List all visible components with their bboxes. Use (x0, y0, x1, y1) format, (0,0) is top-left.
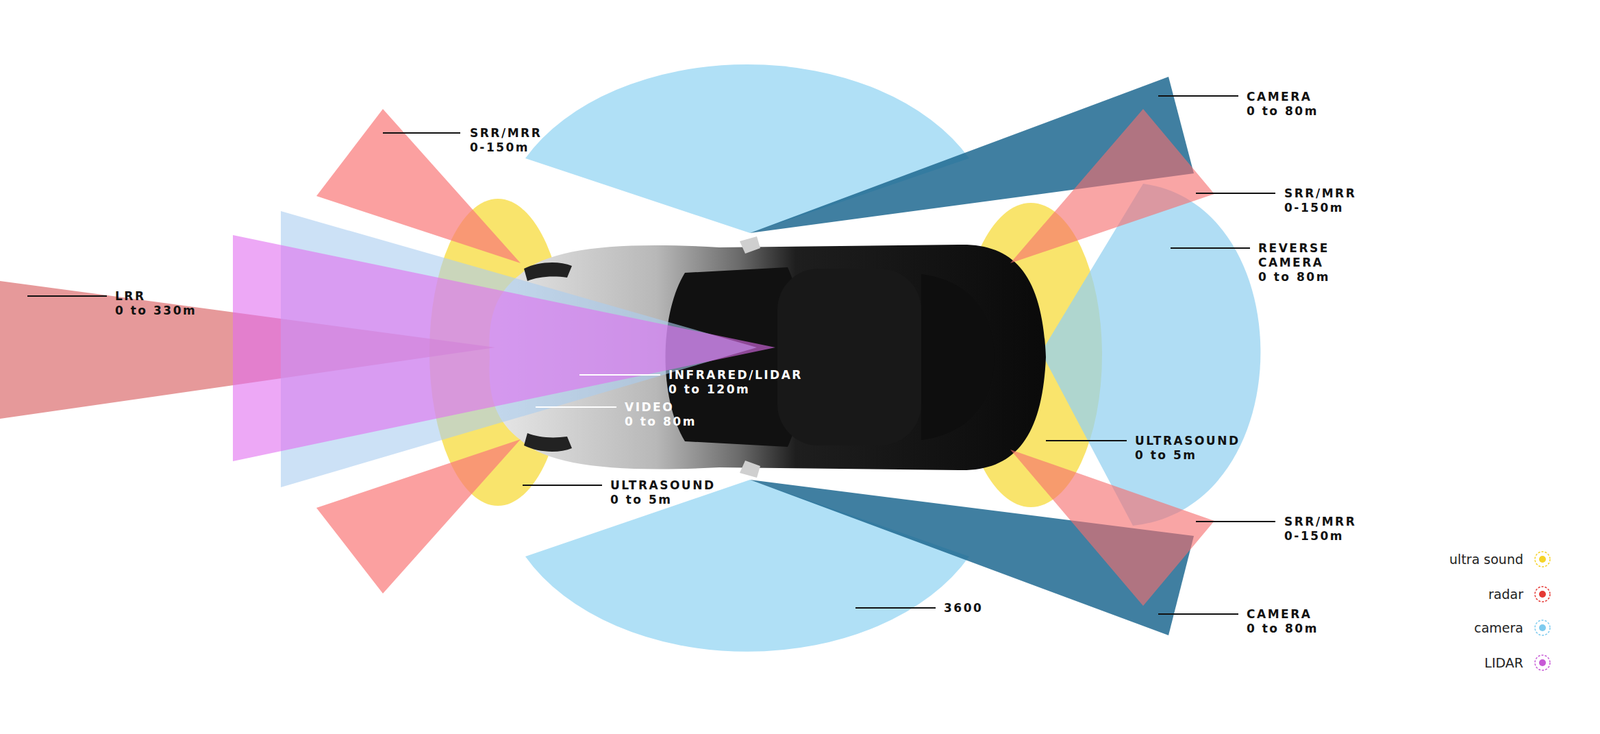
sensor-label: VIDEO (624, 400, 674, 414)
legend-text: radar (1488, 586, 1524, 602)
legend-text: ultra sound (1449, 551, 1524, 567)
sensor-label: REVERSE (1258, 241, 1330, 255)
legend-swatch (1532, 584, 1553, 604)
sensor-label: CAMERA (1246, 89, 1312, 104)
sensor-label: LRR (115, 289, 146, 303)
sensor-label: CAMERA (1258, 255, 1324, 270)
sensor-label: SRR/MRR (1284, 514, 1357, 529)
legend-row: radar (1488, 583, 1553, 605)
sensor-label: 0-150m (1284, 200, 1344, 215)
legend-swatch (1532, 549, 1553, 569)
sensor-label: SRR/MRR (469, 126, 542, 140)
legend-text: camera (1473, 619, 1524, 635)
sensor-label: 0 to 5m (610, 492, 673, 507)
lidar-field (232, 234, 776, 461)
srr-field (1010, 108, 1215, 264)
sensor-label: SRR/MRR (1284, 186, 1357, 200)
sensor-label: 0 to 80m (1246, 104, 1319, 118)
legend-row: ultra sound (1449, 548, 1553, 570)
sensor-label: 0 to 330m (115, 303, 197, 318)
legend-swatch (1532, 652, 1553, 672)
sensor-label: 0-150m (1284, 528, 1344, 543)
sensor-label: 0 to 80m (1258, 269, 1331, 284)
sensor-label: INFRARED/LIDAR (668, 367, 803, 382)
legend-row: LIDAR (1484, 652, 1553, 673)
sensor-label: 0-150m (469, 140, 530, 155)
leader-lines (27, 95, 1276, 614)
sensor-label: 0 to 120m (668, 382, 750, 396)
legend-swatch (1532, 617, 1553, 637)
sensor-label: 3600 (943, 600, 983, 615)
sensor-label: 0 to 80m (1246, 621, 1319, 635)
sensor-label: 0 to 80m (624, 414, 697, 429)
legend-row: camera (1473, 617, 1553, 638)
srr-field (1010, 449, 1215, 606)
sensor-label: ULTRASOUND (610, 478, 716, 492)
legend-text: LIDAR (1484, 654, 1524, 670)
sensor-label: 0 to 5m (1134, 447, 1198, 462)
sensor-label: CAMERA (1246, 606, 1312, 621)
srr-field (316, 439, 521, 594)
sensor-label: ULTRASOUND (1134, 433, 1241, 448)
